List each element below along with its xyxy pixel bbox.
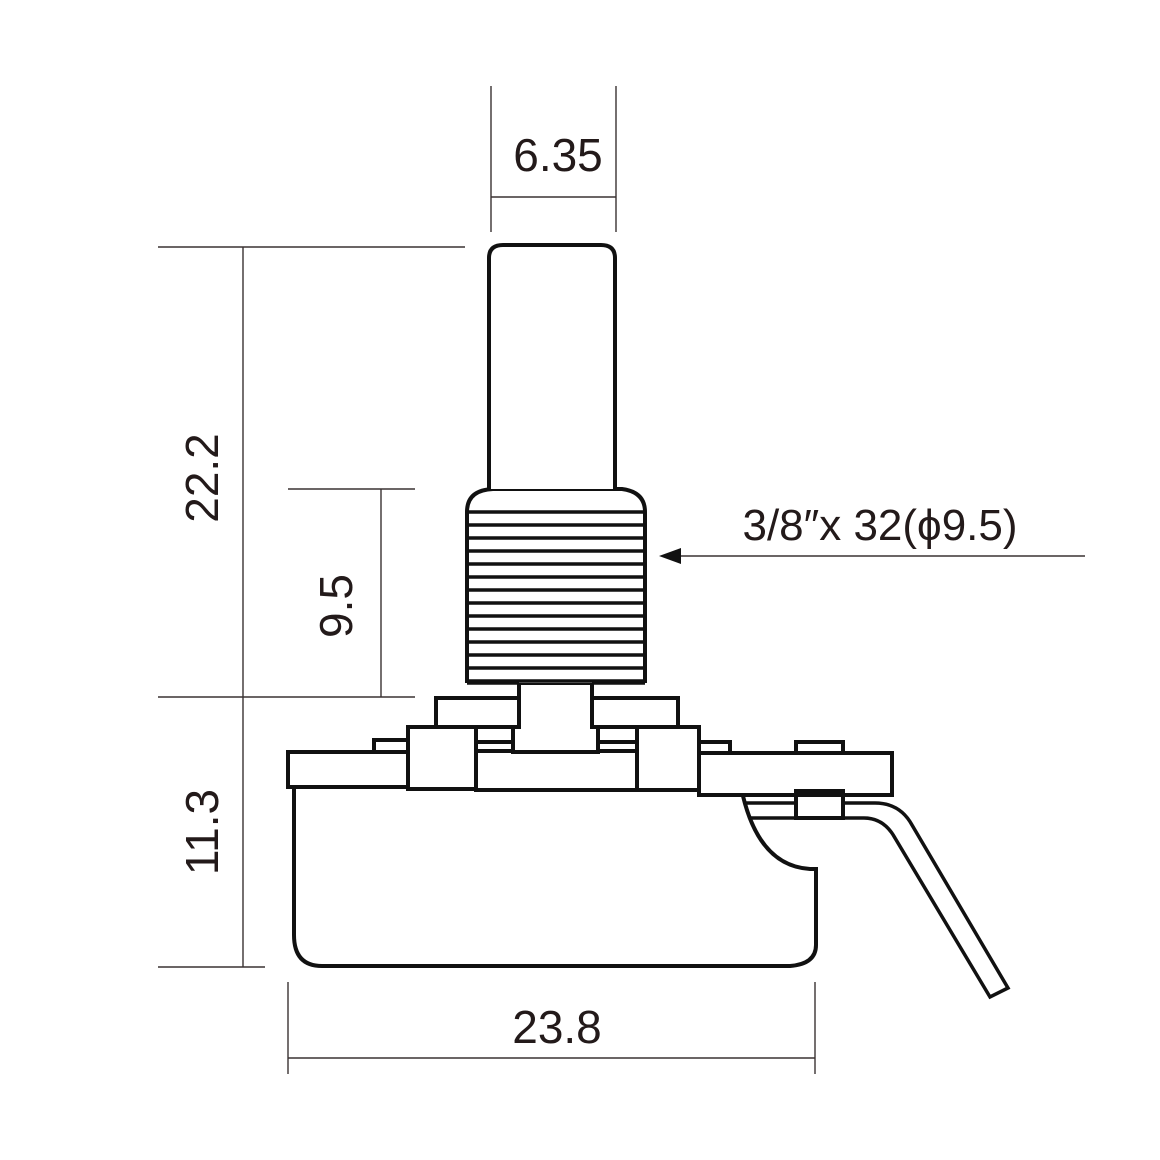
dimension-body-width: 23.8 — [287, 982, 816, 1074]
right-step-block — [635, 725, 701, 792]
arrowhead-icon — [659, 548, 681, 564]
bushing-length-label: 9.5 — [310, 574, 362, 638]
body-height-label: 11.3 — [176, 789, 228, 875]
dimension-body-height: 11.3 — [158, 789, 265, 968]
right-flange — [697, 751, 894, 797]
terminal-lug-outline — [738, 801, 1011, 1000]
shaft — [487, 243, 617, 489]
left-flange — [286, 750, 410, 789]
total-length-label: 22.2 — [176, 433, 228, 523]
shaft-diameter-label: 6.35 — [513, 129, 603, 181]
thread-spec-label: 3/8″x 32(ϕ9.5) — [742, 501, 1017, 550]
rivet-cap — [796, 791, 843, 797]
shaft-collar — [511, 681, 600, 754]
shaft-outline — [487, 243, 617, 489]
thread-spec-callout: 3/8″x 32(ϕ9.5) — [659, 501, 1085, 564]
center-housing — [474, 749, 639, 792]
body-width-label: 23.8 — [512, 1001, 602, 1053]
dimension-shaft-diameter: 6.35 — [490, 86, 617, 232]
dimension-total-shaft-length: 22.2 — [158, 246, 465, 967]
solder-lug — [738, 801, 1011, 1000]
thread-lines — [467, 510, 645, 683]
threaded-bushing — [465, 487, 647, 685]
body-case — [292, 785, 818, 968]
mounting-bracket — [286, 681, 894, 820]
left-step-block — [406, 725, 478, 791]
body-outline — [292, 785, 818, 968]
dimension-bushing-length: 9.5 — [288, 488, 415, 697]
